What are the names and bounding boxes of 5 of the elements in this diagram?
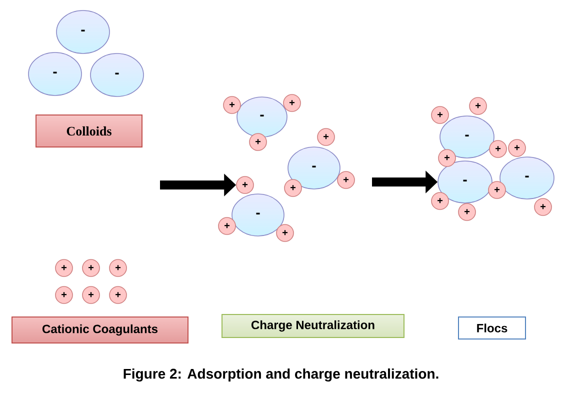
label-box: Charge Neutralization [222,314,404,338]
label-box: Flocs [458,316,526,340]
label-box: Colloids [36,114,142,148]
caption: Figure 2: Adsorption and charge neutralization. [124,368,438,382]
label-box: Cationic Coagulants [12,316,188,344]
